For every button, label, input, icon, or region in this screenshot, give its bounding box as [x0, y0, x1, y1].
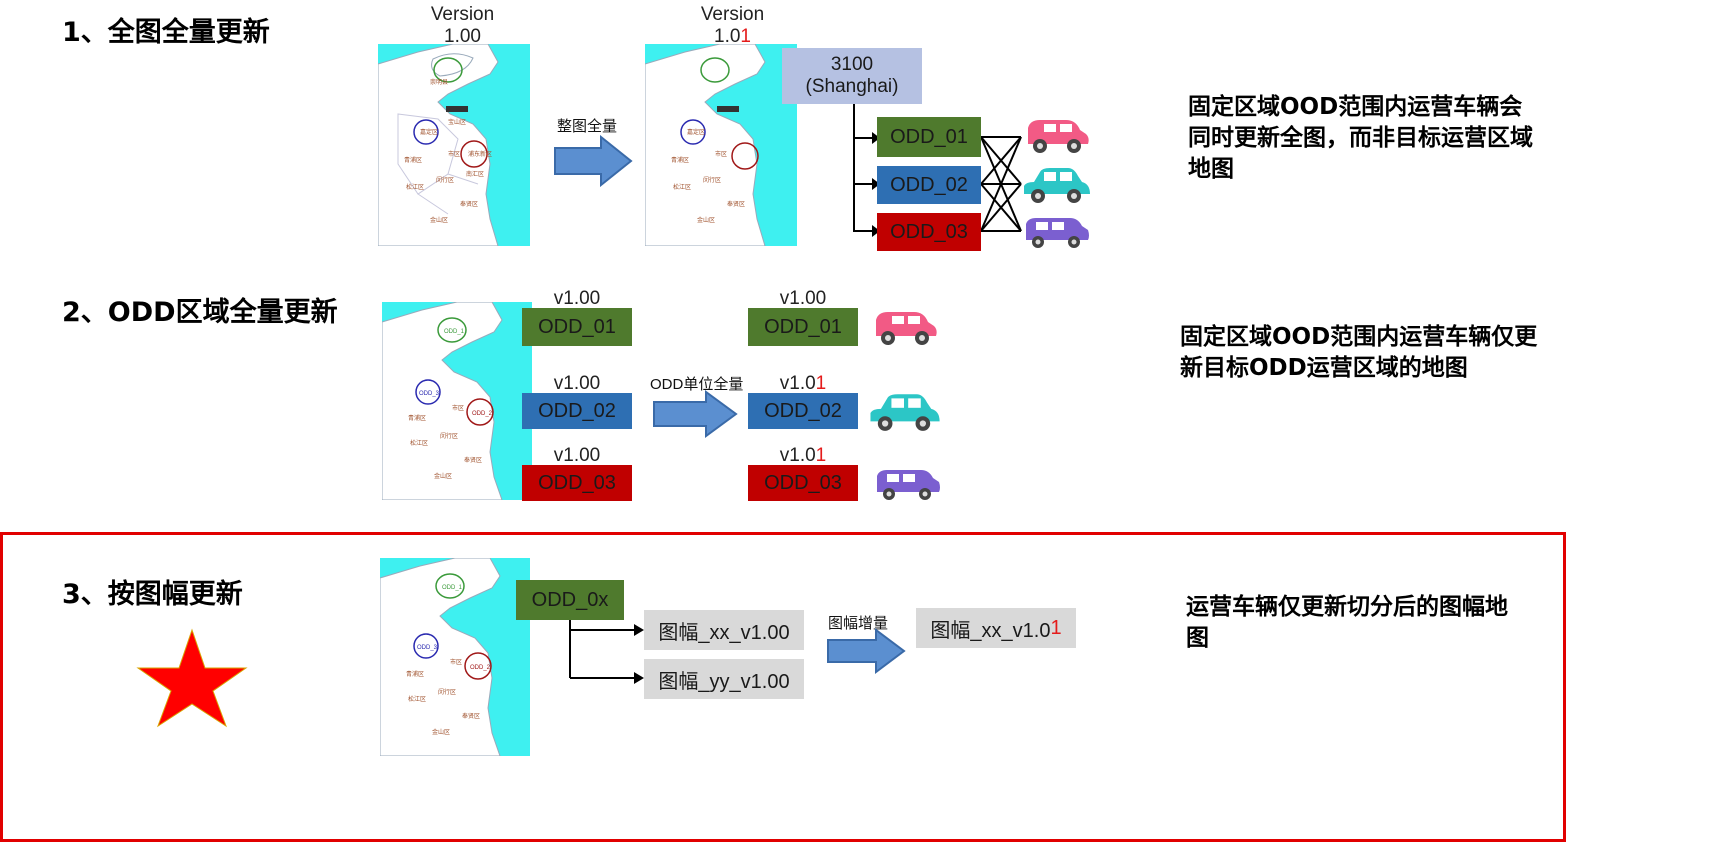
- arrow-label-odd-unit: ODD单位全量: [650, 376, 744, 393]
- svg-text:青浦区: 青浦区: [406, 670, 424, 678]
- shanghai-map-3: ODD_1 ODD_3 ODD_2 青浦区 市区 闵行区 松江区 奉贤区 金山区: [382, 302, 532, 500]
- region-box-shanghai: 3100 (Shanghai): [782, 48, 922, 104]
- odd-box-3: ODD_03: [877, 213, 981, 251]
- svg-text:ODD_3: ODD_3: [419, 391, 440, 397]
- section1-title: 1、全图全量更新: [62, 17, 270, 48]
- star-icon: [136, 628, 248, 728]
- svg-text:奉贤区: 奉贤区: [460, 200, 478, 208]
- tree-connector-3: [569, 620, 644, 684]
- svg-text:金山区: 金山区: [697, 216, 715, 224]
- left-version-3: v1.00: [553, 445, 601, 466]
- tile-box-yy: 图幅_yy_v1.00: [644, 659, 804, 699]
- section2-description: 固定区域OOD范围内运营车辆仅更新目标ODD运营区域的地图: [1180, 324, 1538, 381]
- right-odd-box-1: ODD_01: [748, 308, 858, 346]
- car-icon: [870, 394, 940, 431]
- svg-text:闵行区: 闵行区: [436, 176, 454, 184]
- svg-text:闵行区: 闵行区: [703, 176, 721, 184]
- version-label-a: Version 1.00: [430, 4, 495, 47]
- svg-text:松江区: 松江区: [410, 439, 428, 447]
- car-icon: [877, 470, 940, 500]
- right-version-1: v1.00: [779, 288, 827, 309]
- svg-text:南汇区: 南汇区: [466, 170, 484, 178]
- right-version-3: v1.01: [779, 445, 827, 466]
- svg-text:闵行区: 闵行区: [438, 688, 456, 696]
- svg-text:市区: 市区: [448, 150, 460, 158]
- svg-text:市区: 市区: [452, 404, 464, 412]
- car-icon: [1026, 218, 1089, 248]
- svg-text:松江区: 松江区: [406, 183, 424, 191]
- section3-description: 运营车辆仅更新切分后的图幅地图: [1186, 594, 1508, 651]
- svg-text:ODD_1: ODD_1: [444, 329, 465, 335]
- many-to-many-connector: [981, 136, 1022, 232]
- svg-text:ODD_3: ODD_3: [417, 645, 438, 651]
- right-odd-box-2: ODD_02: [748, 393, 858, 429]
- svg-text:市区: 市区: [450, 658, 462, 666]
- odd-0x-box: ODD_0x: [516, 580, 624, 620]
- svg-text:金山区: 金山区: [432, 728, 450, 736]
- right-odd-box-3: ODD_03: [748, 465, 858, 501]
- section1-description: 固定区域OOD范围内运营车辆会同时更新全图，而非目标运营区域地图: [1188, 94, 1533, 182]
- svg-text:青浦区: 青浦区: [404, 156, 422, 164]
- version-label-b: Version 1.01: [700, 4, 765, 47]
- svg-text:奉贤区: 奉贤区: [464, 456, 482, 464]
- svg-text:金山区: 金山区: [430, 216, 448, 224]
- car-icon: [1028, 120, 1089, 153]
- shanghai-map-4: ODD_1 ODD_3 ODD_2 青浦区 市区 闵行区 松江区 奉贤区 金山区: [380, 558, 530, 756]
- svg-text:ODD_1: ODD_1: [442, 585, 463, 591]
- svg-text:奉贤区: 奉贤区: [462, 712, 480, 720]
- svg-text:市区: 市区: [715, 150, 727, 158]
- svg-text:崇明县: 崇明县: [430, 79, 448, 86]
- svg-text:宝山区: 宝山区: [448, 118, 466, 126]
- svg-text:闵行区: 闵行区: [440, 432, 458, 440]
- odd-box-1: ODD_01: [877, 117, 981, 157]
- section3-highlight-frame: [0, 532, 1566, 842]
- arrow-right-icon: [827, 628, 906, 674]
- car-icon: [876, 312, 937, 345]
- svg-text:嘉定区: 嘉定区: [420, 128, 438, 136]
- car-icon: [1024, 168, 1090, 203]
- arrow-right-icon: [653, 390, 738, 438]
- svg-text:松江区: 松江区: [408, 695, 426, 703]
- section3-title: 3、按图幅更新: [62, 579, 243, 610]
- tree-connector-1: [853, 104, 880, 237]
- svg-text:松江区: 松江区: [673, 183, 691, 191]
- tile-box-xx: 图幅_xx_v1.00: [644, 610, 804, 650]
- left-odd-box-3: ODD_03: [522, 465, 632, 501]
- svg-text:青浦区: 青浦区: [671, 156, 689, 164]
- left-odd-box-1: ODD_01: [522, 308, 632, 346]
- arrow-label-tile-increment: 图幅增量: [828, 615, 889, 632]
- svg-text:奉贤区: 奉贤区: [727, 200, 745, 208]
- svg-text:嘉定区: 嘉定区: [687, 128, 705, 136]
- shanghai-map-2: 嘉定区 青浦区 市区 闵行区 松江区 奉贤区 金山区: [645, 44, 797, 246]
- arrow-right-icon: [554, 135, 633, 187]
- svg-text:金山区: 金山区: [434, 472, 452, 480]
- left-odd-box-2: ODD_02: [522, 393, 632, 429]
- shanghai-map-1: 崇明县 嘉定区 宝山区 浦东新区 青浦区 市区 闵行区 松江区 南汇区 奉贤区 …: [378, 44, 530, 246]
- arrow-label-full-map: 整图全量: [557, 118, 618, 135]
- odd-box-2: ODD_02: [877, 166, 981, 204]
- svg-text:ODD_2: ODD_2: [470, 665, 491, 671]
- right-version-2: v1.01: [779, 373, 827, 394]
- section2-title: 2、ODD区域全量更新: [62, 297, 338, 328]
- svg-text:浦东新区: 浦东新区: [468, 150, 492, 158]
- svg-text:青浦区: 青浦区: [408, 414, 426, 422]
- left-version-2: v1.00: [553, 373, 601, 394]
- svg-text:ODD_2: ODD_2: [472, 411, 493, 417]
- left-version-1: v1.00: [553, 288, 601, 309]
